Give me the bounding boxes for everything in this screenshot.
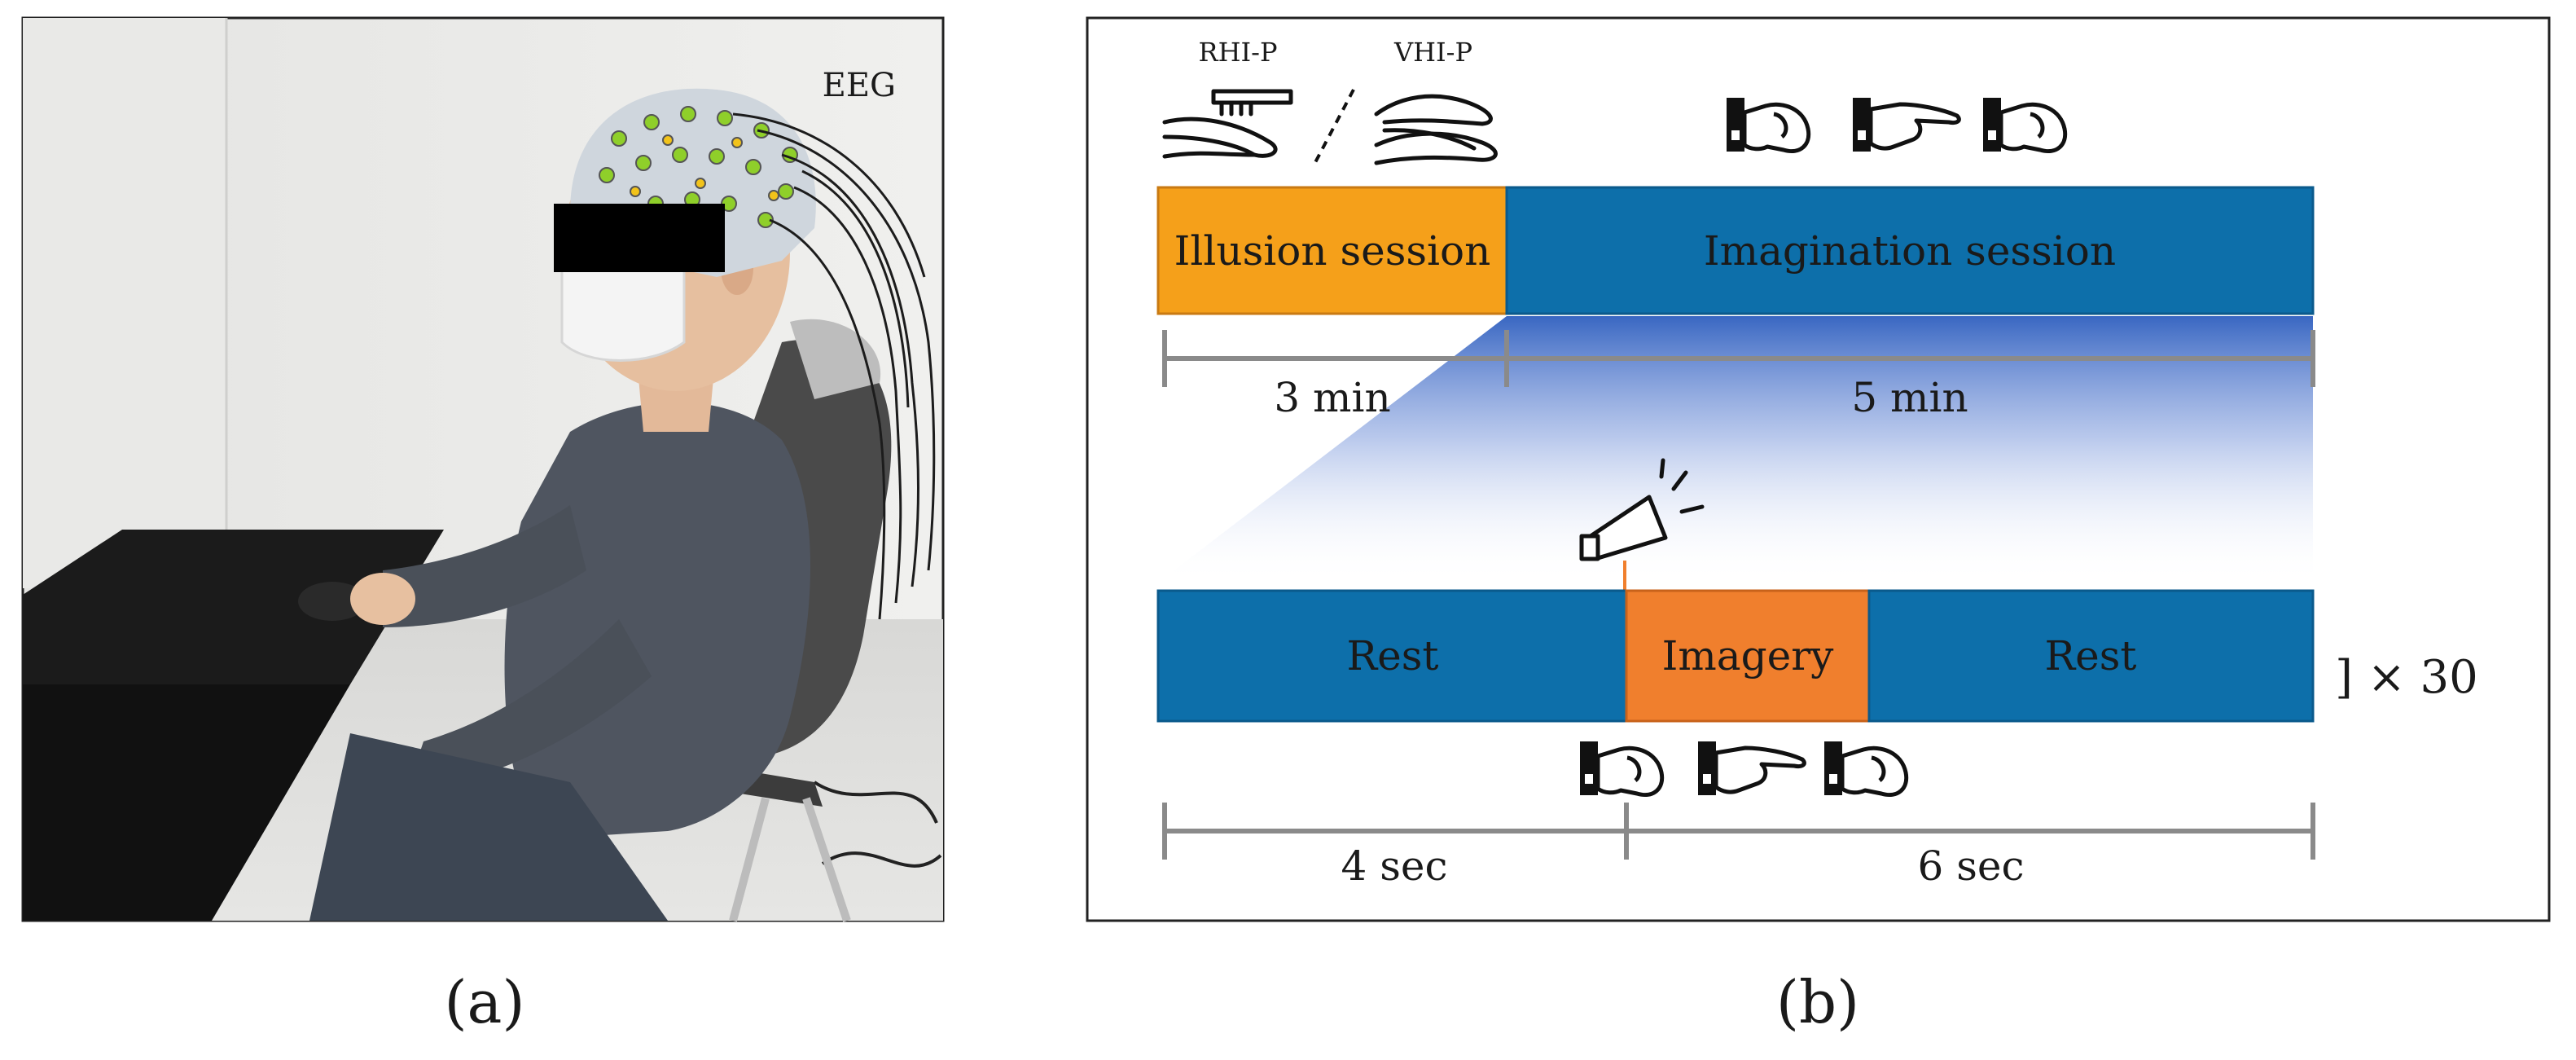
brush-hand-icon [1162, 89, 1293, 159]
panel-a-photo [21, 16, 945, 922]
rest-bar-1 [1156, 589, 1628, 723]
rest-label-1: Rest [1347, 632, 1439, 680]
rest-bar-2 [1867, 589, 2315, 723]
hand-point-icon [1698, 741, 1806, 795]
imagination-duration: 5 min [1851, 374, 1968, 421]
imagery-rest-duration: 6 sec [1918, 842, 2025, 890]
hand-sequence-top [1727, 98, 2068, 153]
rest-label-2: Rest [2045, 632, 2137, 680]
hand-grasp-icon [1824, 741, 1909, 797]
trial-duration-scale [1162, 803, 2315, 860]
hand-grasp-icon [1727, 98, 1811, 153]
repeat-label: ] × 30 [2335, 651, 2478, 704]
panel-a-caption: (a) [444, 968, 524, 1036]
rest-duration: 4 sec [1341, 842, 1448, 890]
hand-grasp-icon [1983, 98, 2068, 153]
imagination-session-label: Imagination session [1704, 227, 2116, 275]
session-duration-scale [1162, 330, 2315, 387]
zoom-gradient [1158, 316, 2313, 583]
imagery-label: Imagery [1662, 632, 1834, 680]
hand-sequence-bottom [1580, 741, 1909, 797]
rhi-p-label: RHI-P [1199, 37, 1278, 68]
rubber-hand-icon [1374, 94, 1498, 165]
eeg-label: EEG [823, 67, 896, 104]
illusion-session-bar [1156, 186, 1508, 315]
panel-b-caption: (b) [1776, 968, 1859, 1036]
megaphone-icon [1579, 458, 1705, 561]
illusion-duration: 3 min [1274, 374, 1390, 421]
hand-point-icon [1853, 98, 1961, 152]
hand-grasp-icon [1580, 741, 1665, 797]
illusion-session-label: Illusion session [1174, 227, 1491, 275]
imagination-session-bar [1505, 186, 2315, 315]
vhi-p-label: VHI-P [1393, 37, 1472, 68]
